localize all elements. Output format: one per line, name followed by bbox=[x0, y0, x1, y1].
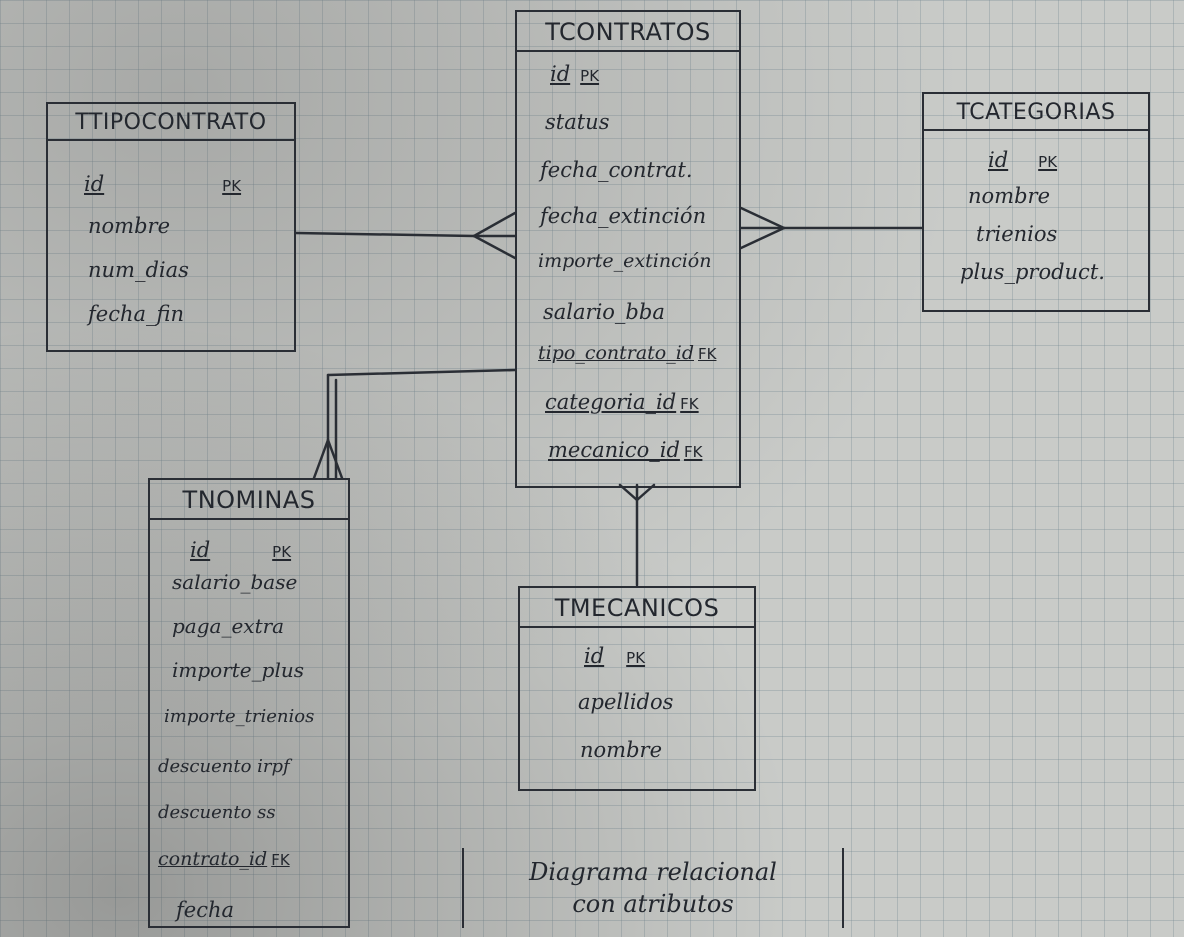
attribute-importe-extincion: importe_extinción bbox=[538, 250, 712, 272]
attribute-trienios: trienios bbox=[976, 222, 1058, 246]
entity-tnominas[interactable]: TNOMINAS bbox=[148, 478, 350, 928]
attribute-descuento-ss: descuento ss bbox=[158, 802, 276, 823]
entity-tmecanicos[interactable]: TMECANICOS bbox=[518, 586, 756, 791]
entity-tcategorias[interactable]: TCATEGORIAS bbox=[922, 92, 1150, 312]
entity-title: TNOMINAS bbox=[150, 480, 348, 520]
attribute-num-dias: num_dias bbox=[88, 258, 189, 282]
attribute-descuento-irpf: descuento irpf bbox=[158, 756, 290, 777]
attribute-nombre: nombre bbox=[88, 214, 170, 238]
attribute-fecha-contrat: fecha_contrat. bbox=[540, 158, 693, 182]
attribute-fecha-extincion: fecha_extinción bbox=[540, 204, 707, 228]
attribute-nombre: nombre bbox=[580, 738, 662, 762]
diagram-caption: Diagrama relacional con atributos bbox=[462, 848, 844, 928]
attribute-importe-plus: importe_plus bbox=[172, 658, 304, 682]
attribute-salario-bba: salario_bba bbox=[543, 300, 665, 324]
attribute-plus-product: plus_product. bbox=[960, 260, 1105, 284]
entity-ttipocontrato[interactable]: TTIPOCONTRATO bbox=[46, 102, 296, 352]
attribute-paga-extra: paga_extra bbox=[172, 614, 285, 638]
relation-tipocontrato-contratos bbox=[294, 211, 517, 260]
entity-title: TMECANICOS bbox=[520, 588, 754, 628]
caption-line-2: con atributos bbox=[572, 890, 734, 918]
attribute-nombre: nombre bbox=[968, 184, 1050, 208]
attribute-apellidos: apellidos bbox=[578, 690, 674, 714]
caption-line-1: Diagrama relacional bbox=[529, 858, 777, 886]
entity-title: TCATEGORIAS bbox=[924, 94, 1148, 131]
attribute-fecha: fecha bbox=[176, 898, 235, 922]
entity-tcontratos[interactable]: TCONTRATOS bbox=[515, 10, 741, 488]
attribute-fecha-fin: fecha_fin bbox=[88, 302, 185, 326]
entity-title: TTIPOCONTRATO bbox=[48, 104, 294, 141]
relation-categorias-contratos bbox=[739, 206, 924, 250]
attribute-salario-base: salario_base bbox=[172, 570, 298, 594]
attribute-status: status bbox=[545, 110, 610, 134]
entity-title: TCONTRATOS bbox=[517, 12, 739, 52]
relation-mecanicos-contratos bbox=[618, 483, 656, 587]
attribute-importe-trienios: importe_trienios bbox=[164, 706, 315, 727]
relation-contratos-nominas bbox=[312, 368, 517, 480]
